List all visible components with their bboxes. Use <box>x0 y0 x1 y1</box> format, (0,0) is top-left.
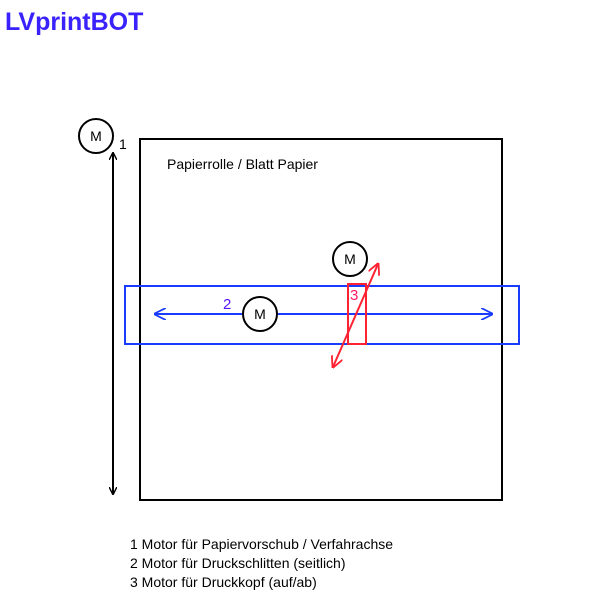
motor-2-symbol: M <box>254 306 266 322</box>
paper-sheet <box>139 138 503 501</box>
legend-item: 3 Motor für Druckkopf (auf/ab) <box>130 574 317 590</box>
motor-2: M <box>242 296 278 332</box>
print-carriage <box>124 285 520 345</box>
legend-item: 1 Motor für Papiervorschub / Verfahrachs… <box>130 536 393 552</box>
motor-3-symbol: M <box>344 251 356 267</box>
legend-item: 2 Motor für Druckschlitten (seitlich) <box>130 555 346 571</box>
axis-2-label: 2 <box>223 296 231 313</box>
motor-1-symbol: M <box>90 128 102 144</box>
paper-label: Papierrolle / Blatt Papier <box>167 156 318 172</box>
axis-3-label: 3 <box>350 287 358 304</box>
motor-1: M <box>78 118 114 154</box>
title: LVprintBOT <box>5 8 143 36</box>
axis-1-label: 1 <box>119 136 127 152</box>
axis-3-arrow <box>333 264 378 367</box>
legend: 1 Motor für Papiervorschub / Verfahrachs… <box>130 536 393 590</box>
motor-3: M <box>332 241 368 277</box>
